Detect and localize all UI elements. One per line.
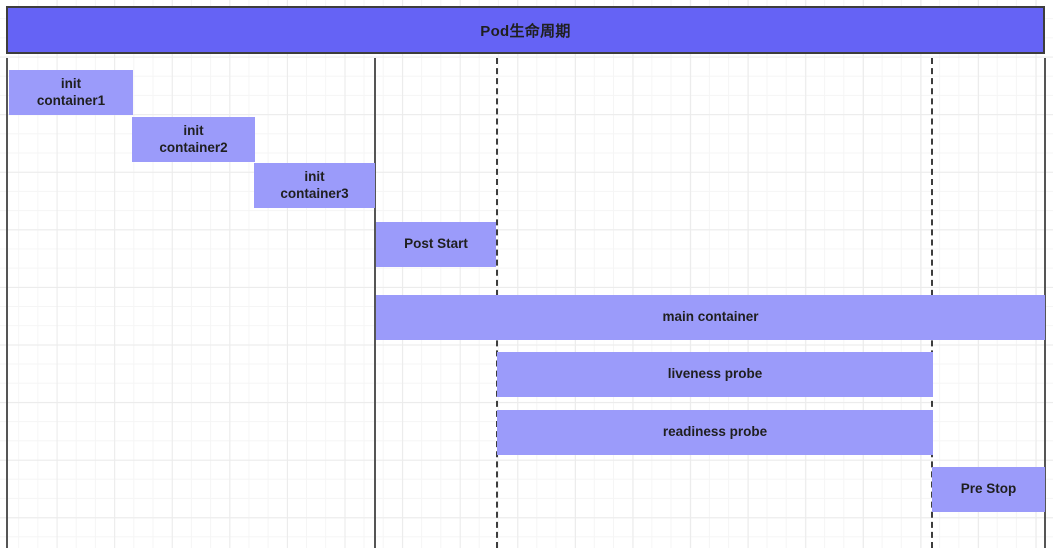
phase-label-liveness-probe: liveness probe bbox=[667, 366, 763, 382]
phase-bar-init-container-3: init container3 bbox=[254, 163, 375, 208]
phase-label-post-start: Post Start bbox=[404, 236, 468, 252]
timeline-marker-left-boundary bbox=[6, 58, 8, 548]
phase-bar-main-container: main container bbox=[376, 295, 1045, 340]
timeline-marker-right-boundary bbox=[1044, 58, 1046, 548]
phase-label-pre-stop: Pre Stop bbox=[960, 481, 1017, 497]
phase-bar-liveness-probe: liveness probe bbox=[497, 352, 933, 397]
timeline-marker-init-end-boundary bbox=[374, 58, 376, 548]
phase-label-init-container-3: init container3 bbox=[280, 168, 349, 201]
phase-bar-post-start: Post Start bbox=[376, 222, 496, 267]
phase-label-readiness-probe: readiness probe bbox=[662, 424, 768, 440]
page-title: Pod生命周期 bbox=[480, 22, 571, 40]
phase-bar-readiness-probe: readiness probe bbox=[497, 410, 933, 455]
phase-bar-pre-stop: Pre Stop bbox=[932, 467, 1045, 512]
diagram-title-bar: Pod生命周期 bbox=[6, 6, 1045, 54]
phase-label-init-container-2: init container2 bbox=[159, 122, 228, 155]
phase-label-init-container-1: init container1 bbox=[36, 75, 106, 108]
phase-bar-init-container-1: init container1 bbox=[9, 70, 133, 115]
phase-label-main-container: main container bbox=[662, 309, 759, 325]
phase-bar-init-container-2: init container2 bbox=[132, 117, 255, 162]
